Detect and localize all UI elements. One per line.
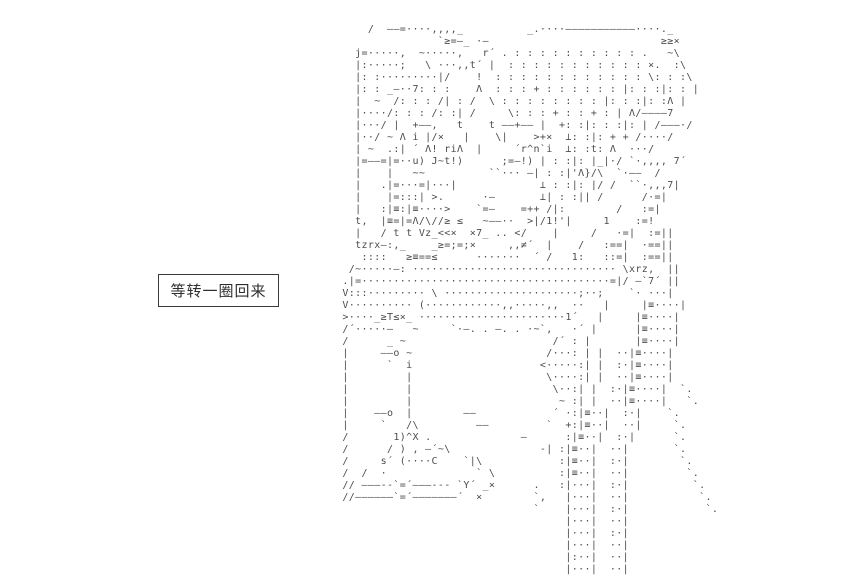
speech-box-text: 等转一圈回来	[170, 282, 267, 300]
ascii-art-figure: / ——=····,,,,_ _.····———————————····._ `…	[342, 24, 719, 575]
speech-box: 等转一圈回来	[158, 274, 279, 307]
